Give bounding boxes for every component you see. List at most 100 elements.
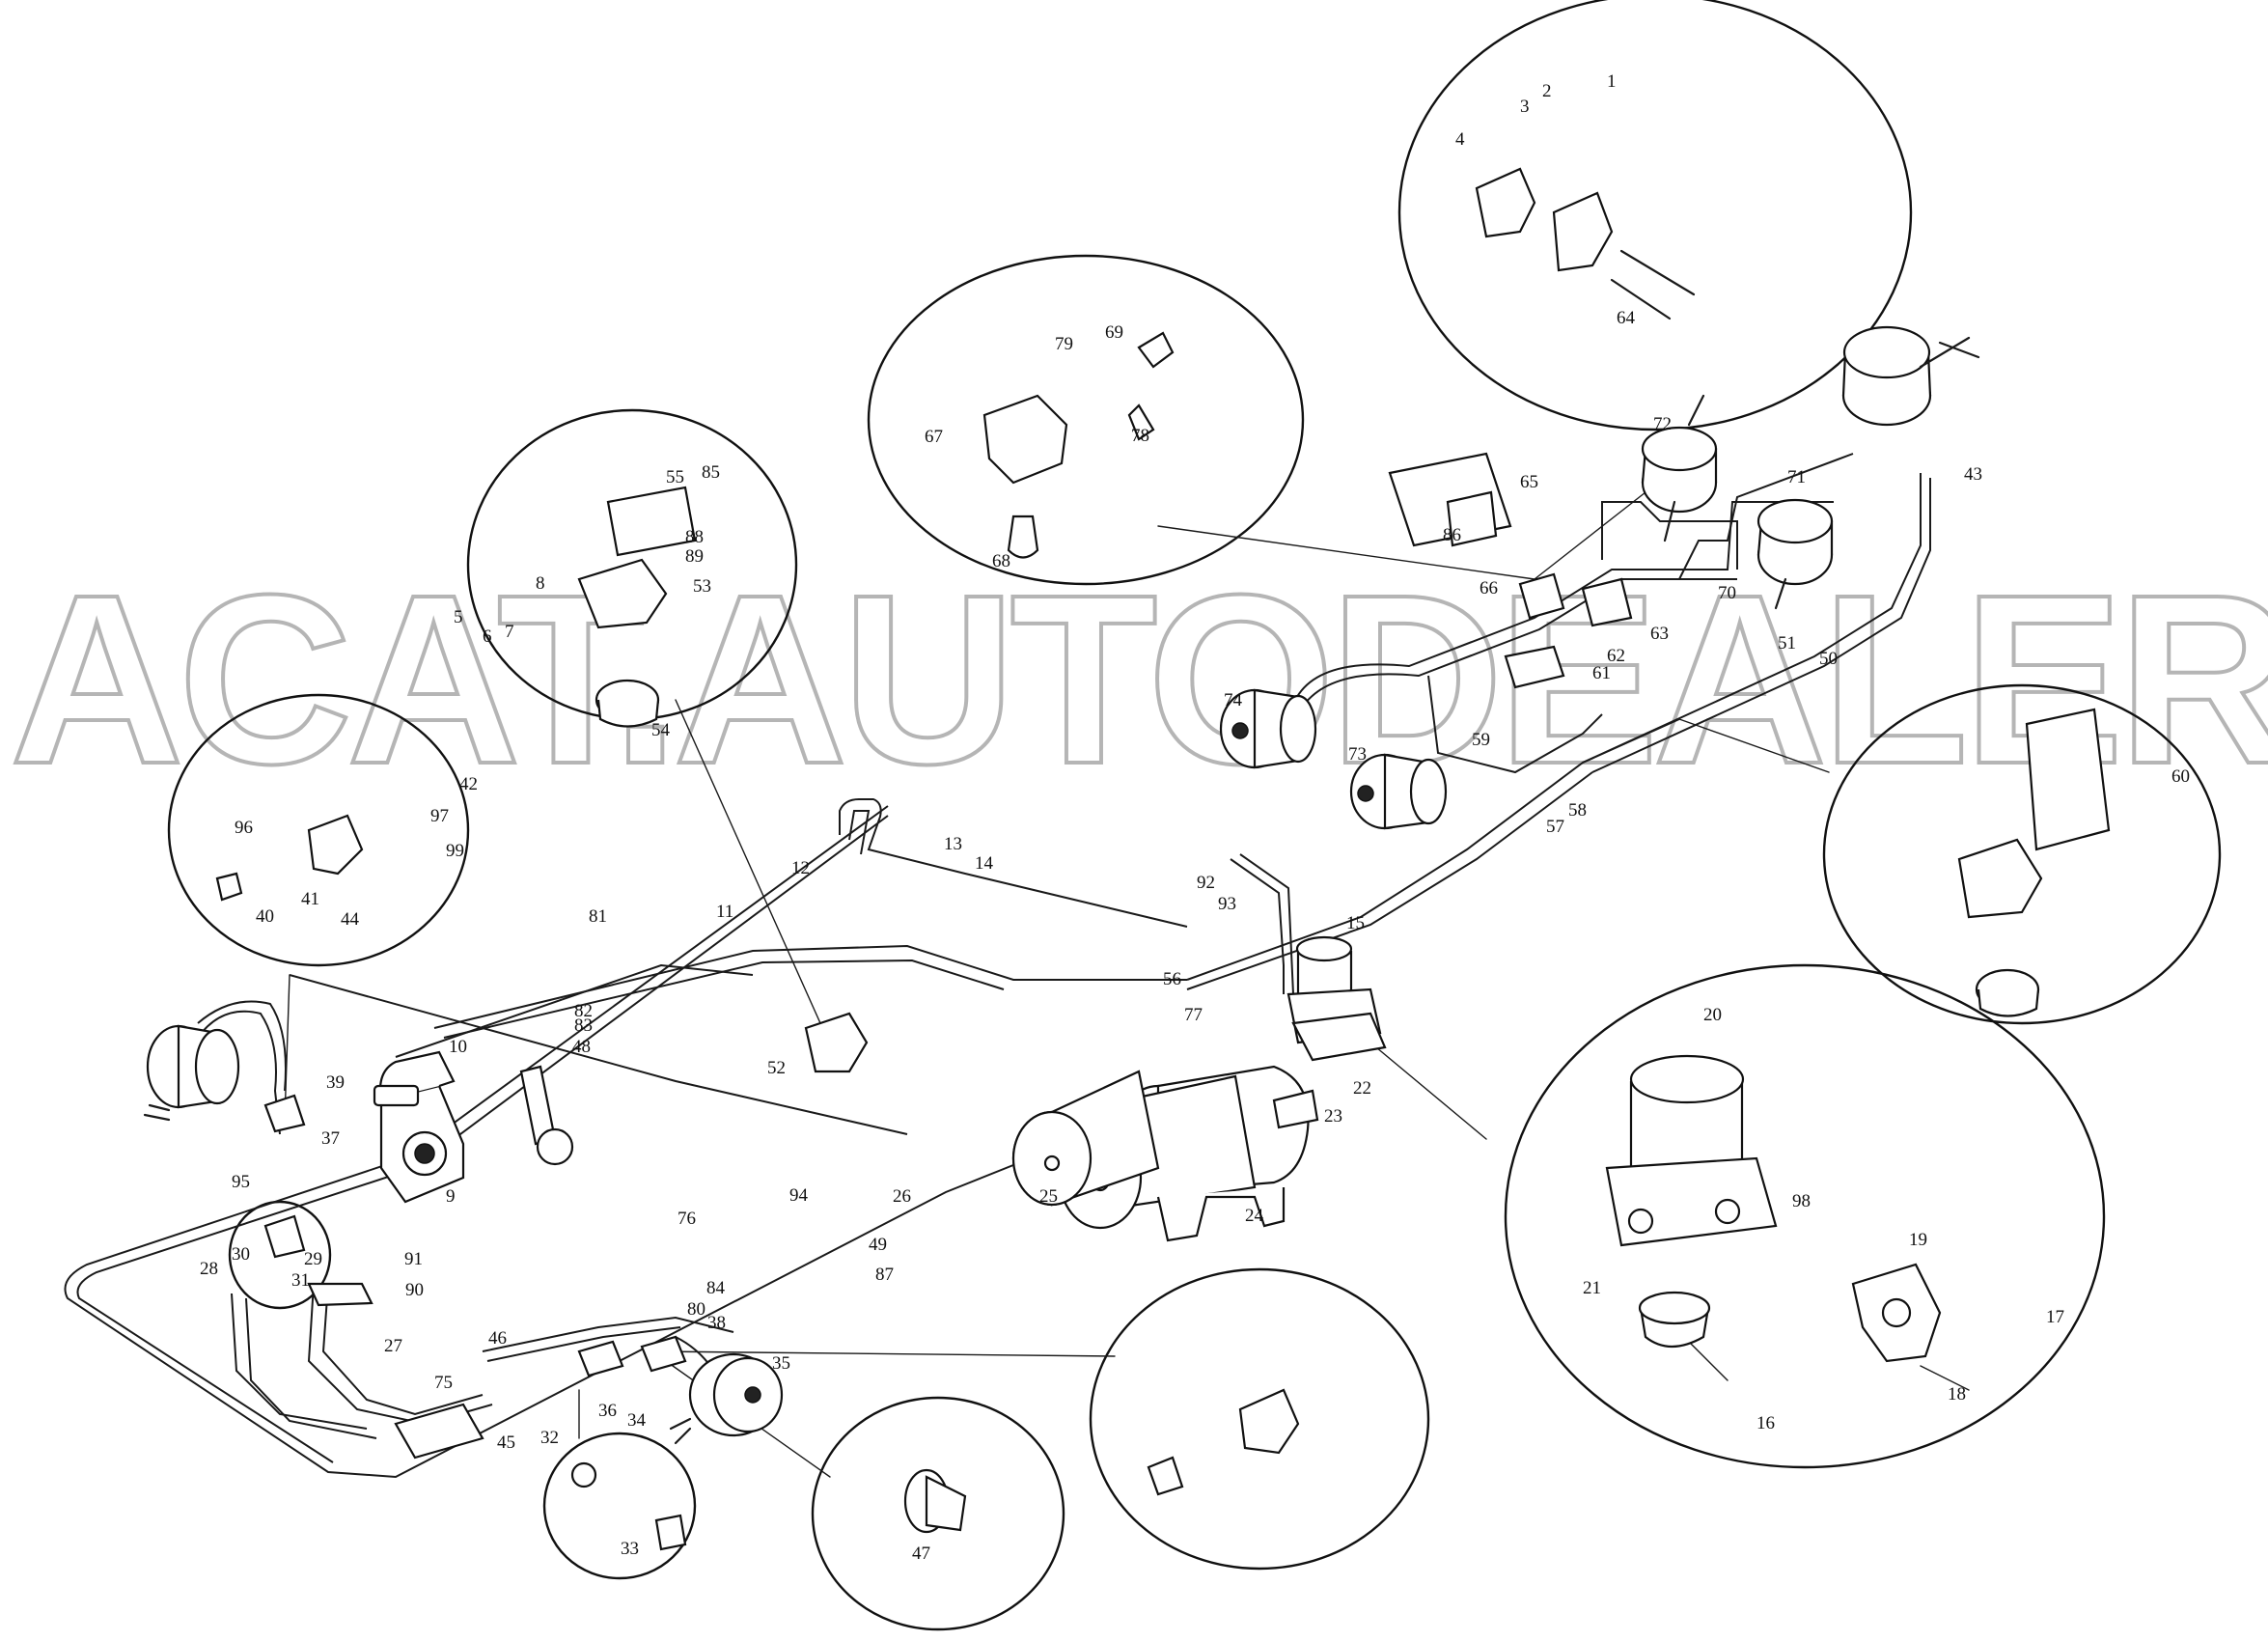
part-label-98: 98 [1792,1191,1811,1211]
part-label-49: 49 [869,1235,887,1255]
part-label-90: 90 [405,1280,424,1300]
check-valve-47 [903,1468,967,1534]
callout-circles [167,0,2222,1631]
part-label-53: 53 [693,576,711,597]
part-label-83: 83 [574,1015,593,1036]
part-label-82: 82 [574,1001,593,1021]
part-label-33: 33 [621,1539,639,1559]
callout-drain-valve [542,1432,697,1580]
part-label-5: 5 [454,607,463,627]
part-label-25: 25 [1039,1186,1058,1207]
callout-valve-bottom [1089,1267,1430,1571]
part-label-32: 32 [540,1428,559,1448]
part-label-6: 6 [483,626,492,647]
brake-chamber-35-bottom [669,1352,784,1445]
part-label-30: 30 [232,1244,250,1265]
part-label-77: 77 [1184,1005,1203,1025]
part-label-43: 43 [1964,464,1982,485]
part-label-29: 29 [304,1249,322,1269]
part-label-59: 59 [1472,730,1490,750]
part-label-38: 38 [707,1313,726,1333]
valve-44-bottom [1147,1388,1300,1496]
watermark-text: ACAT.AUTODEALER.RU [10,544,2268,814]
part-label-76: 76 [678,1209,696,1229]
part-label-73: 73 [1348,744,1367,765]
part-label-7: 7 [505,622,514,642]
part-label-69: 69 [1105,322,1123,343]
part-label-40: 40 [256,906,274,927]
hand-valve-44 [215,814,364,902]
part-label-86: 86 [1443,525,1461,545]
part-label-10: 10 [449,1037,467,1057]
part-label-2: 2 [1542,81,1552,101]
part-label-36: 36 [598,1401,617,1421]
pipework [64,453,1970,1479]
callout-relay-valves [1397,0,1913,431]
valve-group-22-23 [1272,1012,1387,1129]
muffler-21 [1638,1291,1711,1348]
air-tank-25 [1011,1070,1160,1207]
spring-brake-74 [1219,688,1317,769]
spring-brake-73 [1349,753,1448,830]
part-label-75: 75 [434,1373,453,1393]
part-label-97: 97 [430,806,449,826]
callout-small-valve [228,1200,332,1310]
part-label-50: 50 [1819,649,1838,669]
part-label-72: 72 [1653,414,1672,434]
part-label-28: 28 [200,1259,218,1279]
part-label-20: 20 [1703,1005,1722,1025]
bracket-65 [1388,452,1512,547]
part-label-65: 65 [1520,472,1538,492]
part-label-1: 1 [1607,71,1617,92]
part-label-91: 91 [404,1249,423,1269]
callout-air-dryer [1504,963,2106,1469]
brake-chamber-71 [1756,498,1834,610]
drain-valve-33 [570,1461,687,1551]
air-dryer-20 [1605,1054,1778,1247]
part-label-62: 62 [1607,646,1625,666]
part-label-89: 89 [685,546,704,567]
part-label-66: 66 [1480,578,1498,598]
part-label-4: 4 [1455,129,1465,150]
part-label-84: 84 [706,1278,726,1298]
part-label-74: 74 [1224,690,1243,710]
part-label-35: 35 [772,1353,790,1374]
part-label-68: 68 [992,551,1010,571]
part-label-78: 78 [1131,426,1149,446]
part-label-19: 19 [1909,1230,1927,1250]
valve-19 [1851,1263,1942,1363]
bracket-45 [394,1403,484,1460]
part-label-57: 57 [1546,817,1564,837]
valve-29 [263,1214,306,1259]
part-label-23: 23 [1324,1106,1342,1126]
part-label-93: 93 [1218,894,1236,914]
four-circuit-valve-67 [982,331,1175,559]
part-label-58: 58 [1568,800,1587,820]
part-label-22: 22 [1353,1078,1371,1099]
part-label-94: 94 [789,1185,809,1206]
valve-38 [640,1335,687,1373]
part-label-56: 56 [1163,969,1181,989]
part-label-12: 12 [791,858,810,878]
callout-four-circuit-valve [867,254,1305,586]
part-label-95: 95 [232,1172,250,1192]
part-label-39: 39 [326,1072,345,1093]
valve-block-62-63 [1504,572,1633,689]
part-label-51: 51 [1778,633,1796,654]
part-label-64: 64 [1617,308,1636,328]
part-label-41: 41 [301,889,319,909]
part-label-61: 61 [1592,663,1611,683]
pedal-27 [307,1282,373,1307]
quick-release-valve-53 [577,486,697,728]
part-label-13: 13 [944,834,962,854]
part-label-47: 47 [912,1544,930,1564]
part-label-52: 52 [767,1058,786,1078]
part-label-81: 81 [589,906,607,927]
brake-chamber-35-left [143,1024,240,1122]
part-label-80: 80 [687,1299,705,1320]
callout-check-valve [811,1396,1065,1631]
brake-chamber-43 [1841,325,1980,427]
